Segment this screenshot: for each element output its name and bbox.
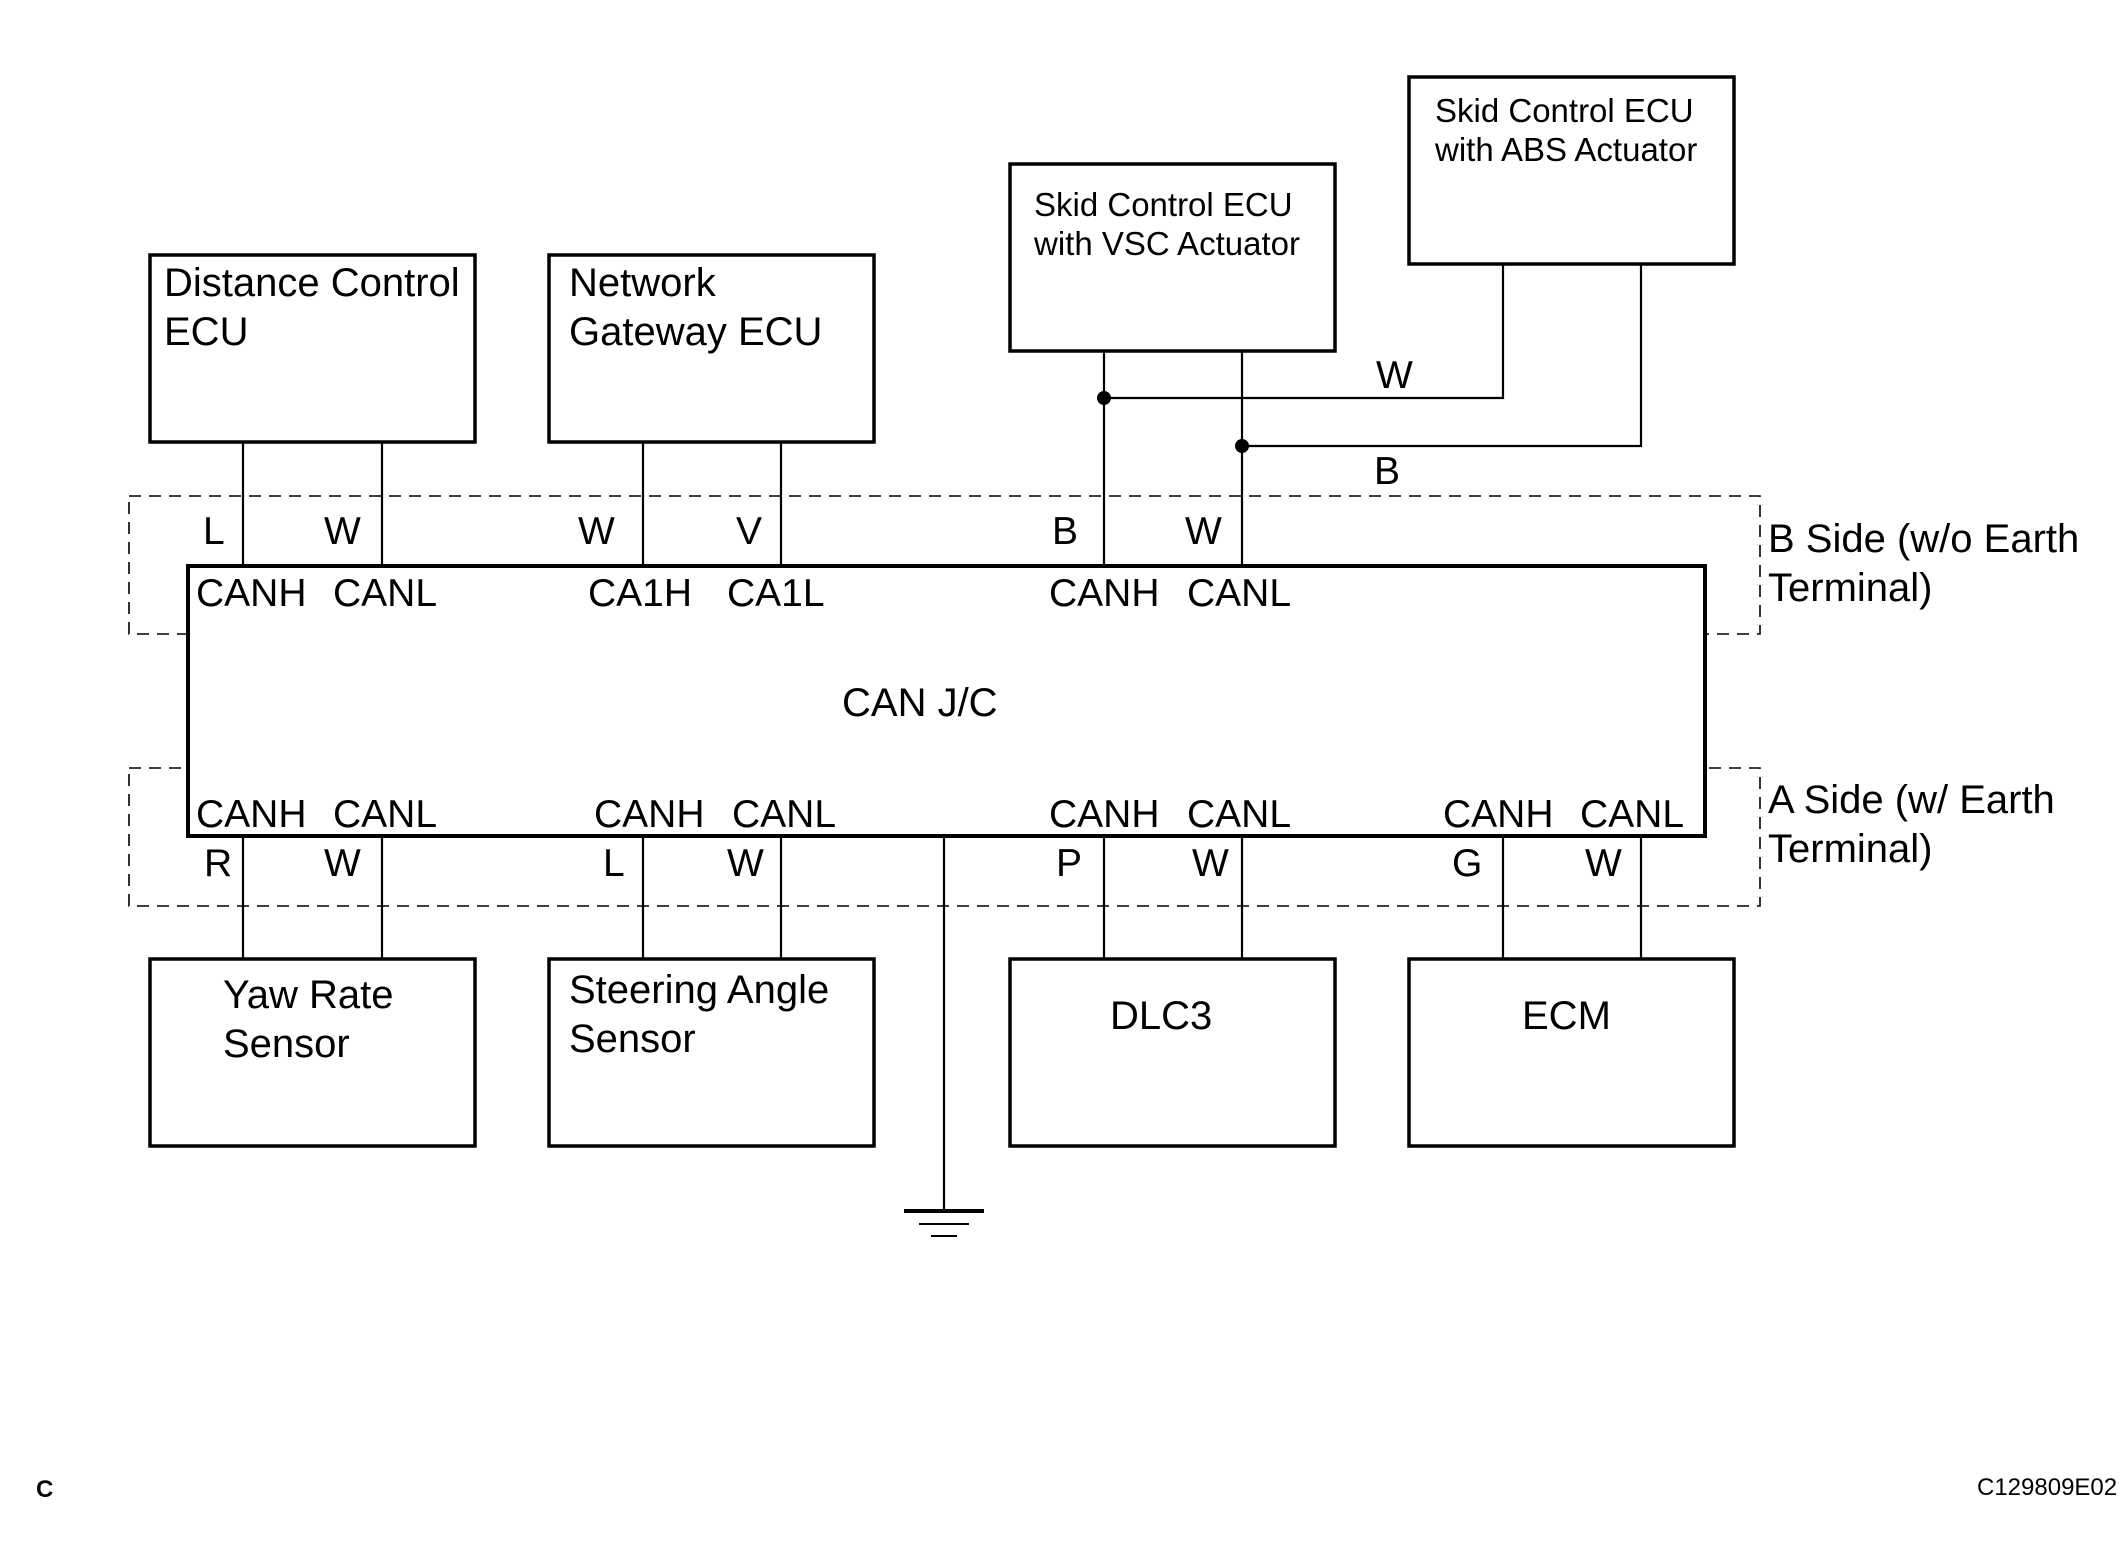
b-wire-color-1: L — [203, 510, 225, 553]
b-pin-5: CANH — [1049, 572, 1160, 615]
b-pin-1: CANH — [196, 572, 307, 615]
can-jc-label: CAN J/C — [842, 681, 998, 725]
b-wire-color-5: B — [1052, 510, 1078, 553]
b-pin-2: CANL — [333, 572, 437, 615]
figure-id: C129809E02 — [1977, 1474, 2117, 1501]
yaw-rate-sensor-label-2: Sensor — [223, 1022, 350, 1066]
b-pin-4: CA1L — [727, 572, 825, 615]
a-pin-7: CANH — [1443, 793, 1554, 836]
b-side-caption-1: B Side (w/o Earth — [1768, 517, 2079, 561]
b-pin-3: CA1H — [588, 572, 692, 615]
a-wire-color-4: W — [727, 842, 764, 885]
yaw-rate-sensor-box — [148, 957, 477, 1148]
dlc3-box — [1008, 957, 1337, 1148]
b-side-caption-2: Terminal) — [1768, 566, 1932, 610]
b-wire-color-2: W — [324, 510, 361, 553]
skid-vsc-ecu-label-2: with VSC Actuator — [1033, 225, 1300, 262]
abs-link-color-lower: B — [1374, 450, 1400, 493]
a-wire-color-7: G — [1452, 842, 1482, 885]
ecm-box — [1407, 957, 1736, 1148]
network-gateway-ecu-label-1: Network — [569, 261, 717, 305]
a-wire-color-2: W — [324, 842, 361, 885]
distance-control-ecu-label-2: ECU — [164, 310, 248, 354]
network-gateway-ecu-box — [547, 253, 876, 444]
ecm-label: ECM — [1522, 994, 1611, 1038]
skid-vsc-ecu-label-1: Skid Control ECU — [1034, 186, 1293, 223]
a-pin-1: CANH — [196, 793, 307, 836]
abs-link-color-upper: W — [1376, 354, 1413, 397]
b-wire-color-4: V — [736, 510, 762, 553]
steering-angle-sensor-box — [547, 957, 876, 1148]
network-gateway-ecu-label-2: Gateway ECU — [569, 310, 822, 354]
b-wire-color-3: W — [578, 510, 615, 553]
splice-dot-upper — [1097, 391, 1111, 405]
distance-control-ecu-label-1: Distance Control — [164, 261, 460, 305]
skid-vsc-ecu-box — [1008, 162, 1337, 353]
a-pin-6: CANL — [1187, 793, 1291, 836]
a-pin-8: CANL — [1580, 793, 1684, 836]
wire-abs-link-upper — [1104, 264, 1505, 400]
distance-control-ecu-box — [148, 253, 477, 444]
steering-angle-sensor-label-2: Sensor — [569, 1017, 696, 1061]
a-wire-color-5: P — [1056, 842, 1082, 885]
splice-dot-lower — [1235, 439, 1249, 453]
a-wire-color-3: L — [603, 842, 625, 885]
steering-angle-sensor-label-1: Steering Angle — [569, 968, 829, 1012]
a-pin-5: CANH — [1049, 793, 1160, 836]
skid-abs-ecu-label-2: with ABS Actuator — [1434, 131, 1697, 168]
b-pin-6: CANL — [1187, 572, 1291, 615]
a-pin-3: CANH — [594, 793, 705, 836]
yaw-rate-sensor-label-1: Yaw Rate — [223, 973, 393, 1017]
ground-icon — [904, 1209, 984, 1237]
a-wire-color-6: W — [1192, 842, 1229, 885]
can-jc-box — [186, 564, 1707, 838]
a-wire-color-8: W — [1585, 842, 1622, 885]
dlc3-label: DLC3 — [1110, 994, 1212, 1038]
b-wire-color-6: W — [1185, 510, 1222, 553]
a-side-caption-1: A Side (w/ Earth — [1768, 778, 2055, 822]
a-wire-color-1: R — [204, 842, 232, 885]
a-side-caption-2: Terminal) — [1768, 827, 1932, 871]
footer-left-code: C — [36, 1476, 53, 1503]
skid-abs-ecu-label-1: Skid Control ECU — [1435, 92, 1694, 129]
wire-abs-link-lower — [1242, 264, 1643, 448]
a-pin-4: CANL — [732, 793, 836, 836]
skid-abs-ecu-box — [1407, 75, 1736, 266]
a-pin-2: CANL — [333, 793, 437, 836]
